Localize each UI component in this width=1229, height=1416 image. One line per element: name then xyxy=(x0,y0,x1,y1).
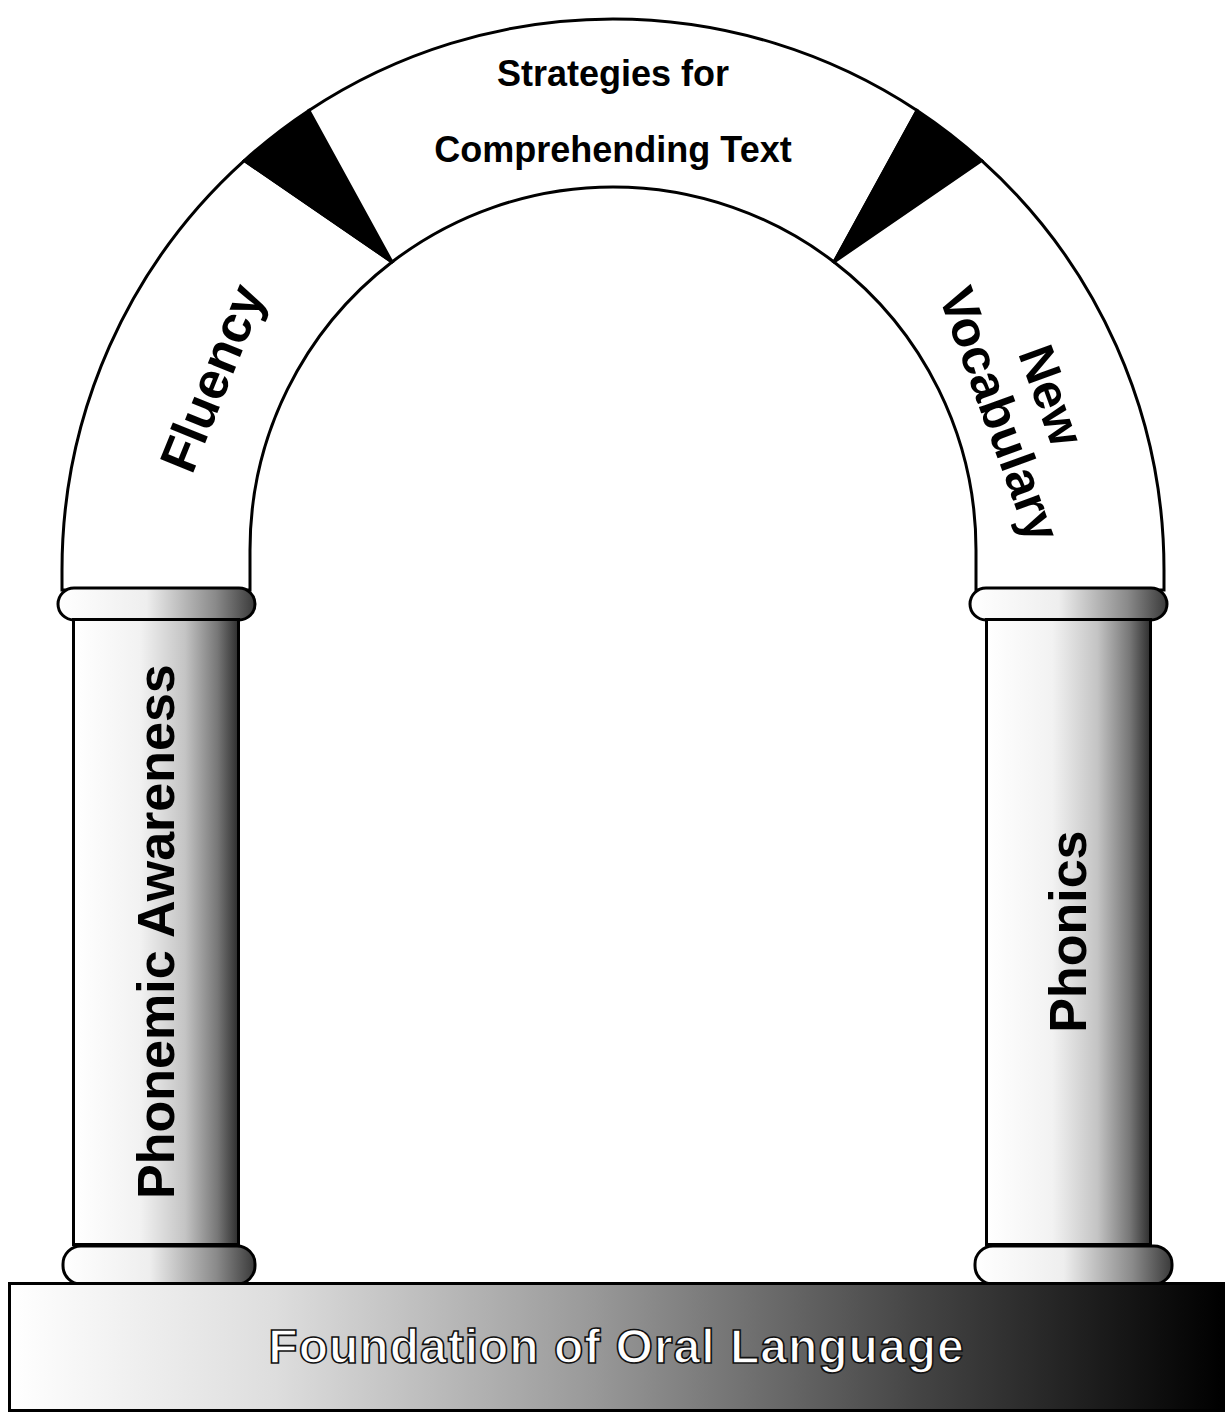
pillar-left: Phonemic Awareness xyxy=(72,618,240,1246)
arch-stone-right: New Vocabulary xyxy=(922,245,1128,565)
column-capital xyxy=(970,588,1167,620)
node-label: Strategies for Comprehending Text xyxy=(393,36,833,188)
arch-stone xyxy=(309,19,917,262)
arch-stone xyxy=(834,161,1164,590)
node-label: New Vocabulary xyxy=(922,245,1128,565)
column-base xyxy=(975,1246,1172,1284)
pillar-right: Phonics xyxy=(985,618,1152,1246)
column-capital xyxy=(58,588,255,620)
arch-stone-left: Fluency xyxy=(135,246,288,510)
node-label: Phonics xyxy=(1040,831,1097,1033)
arch-keystone: Strategies for Comprehending Text xyxy=(393,36,833,188)
node-label: Fluency xyxy=(135,246,288,510)
column-base xyxy=(63,1246,255,1284)
node-label: Foundation of Oral Language xyxy=(268,1321,964,1374)
node-label: Phonemic Awareness xyxy=(127,665,184,1200)
foundation-band: Foundation of Oral Language xyxy=(8,1282,1225,1412)
